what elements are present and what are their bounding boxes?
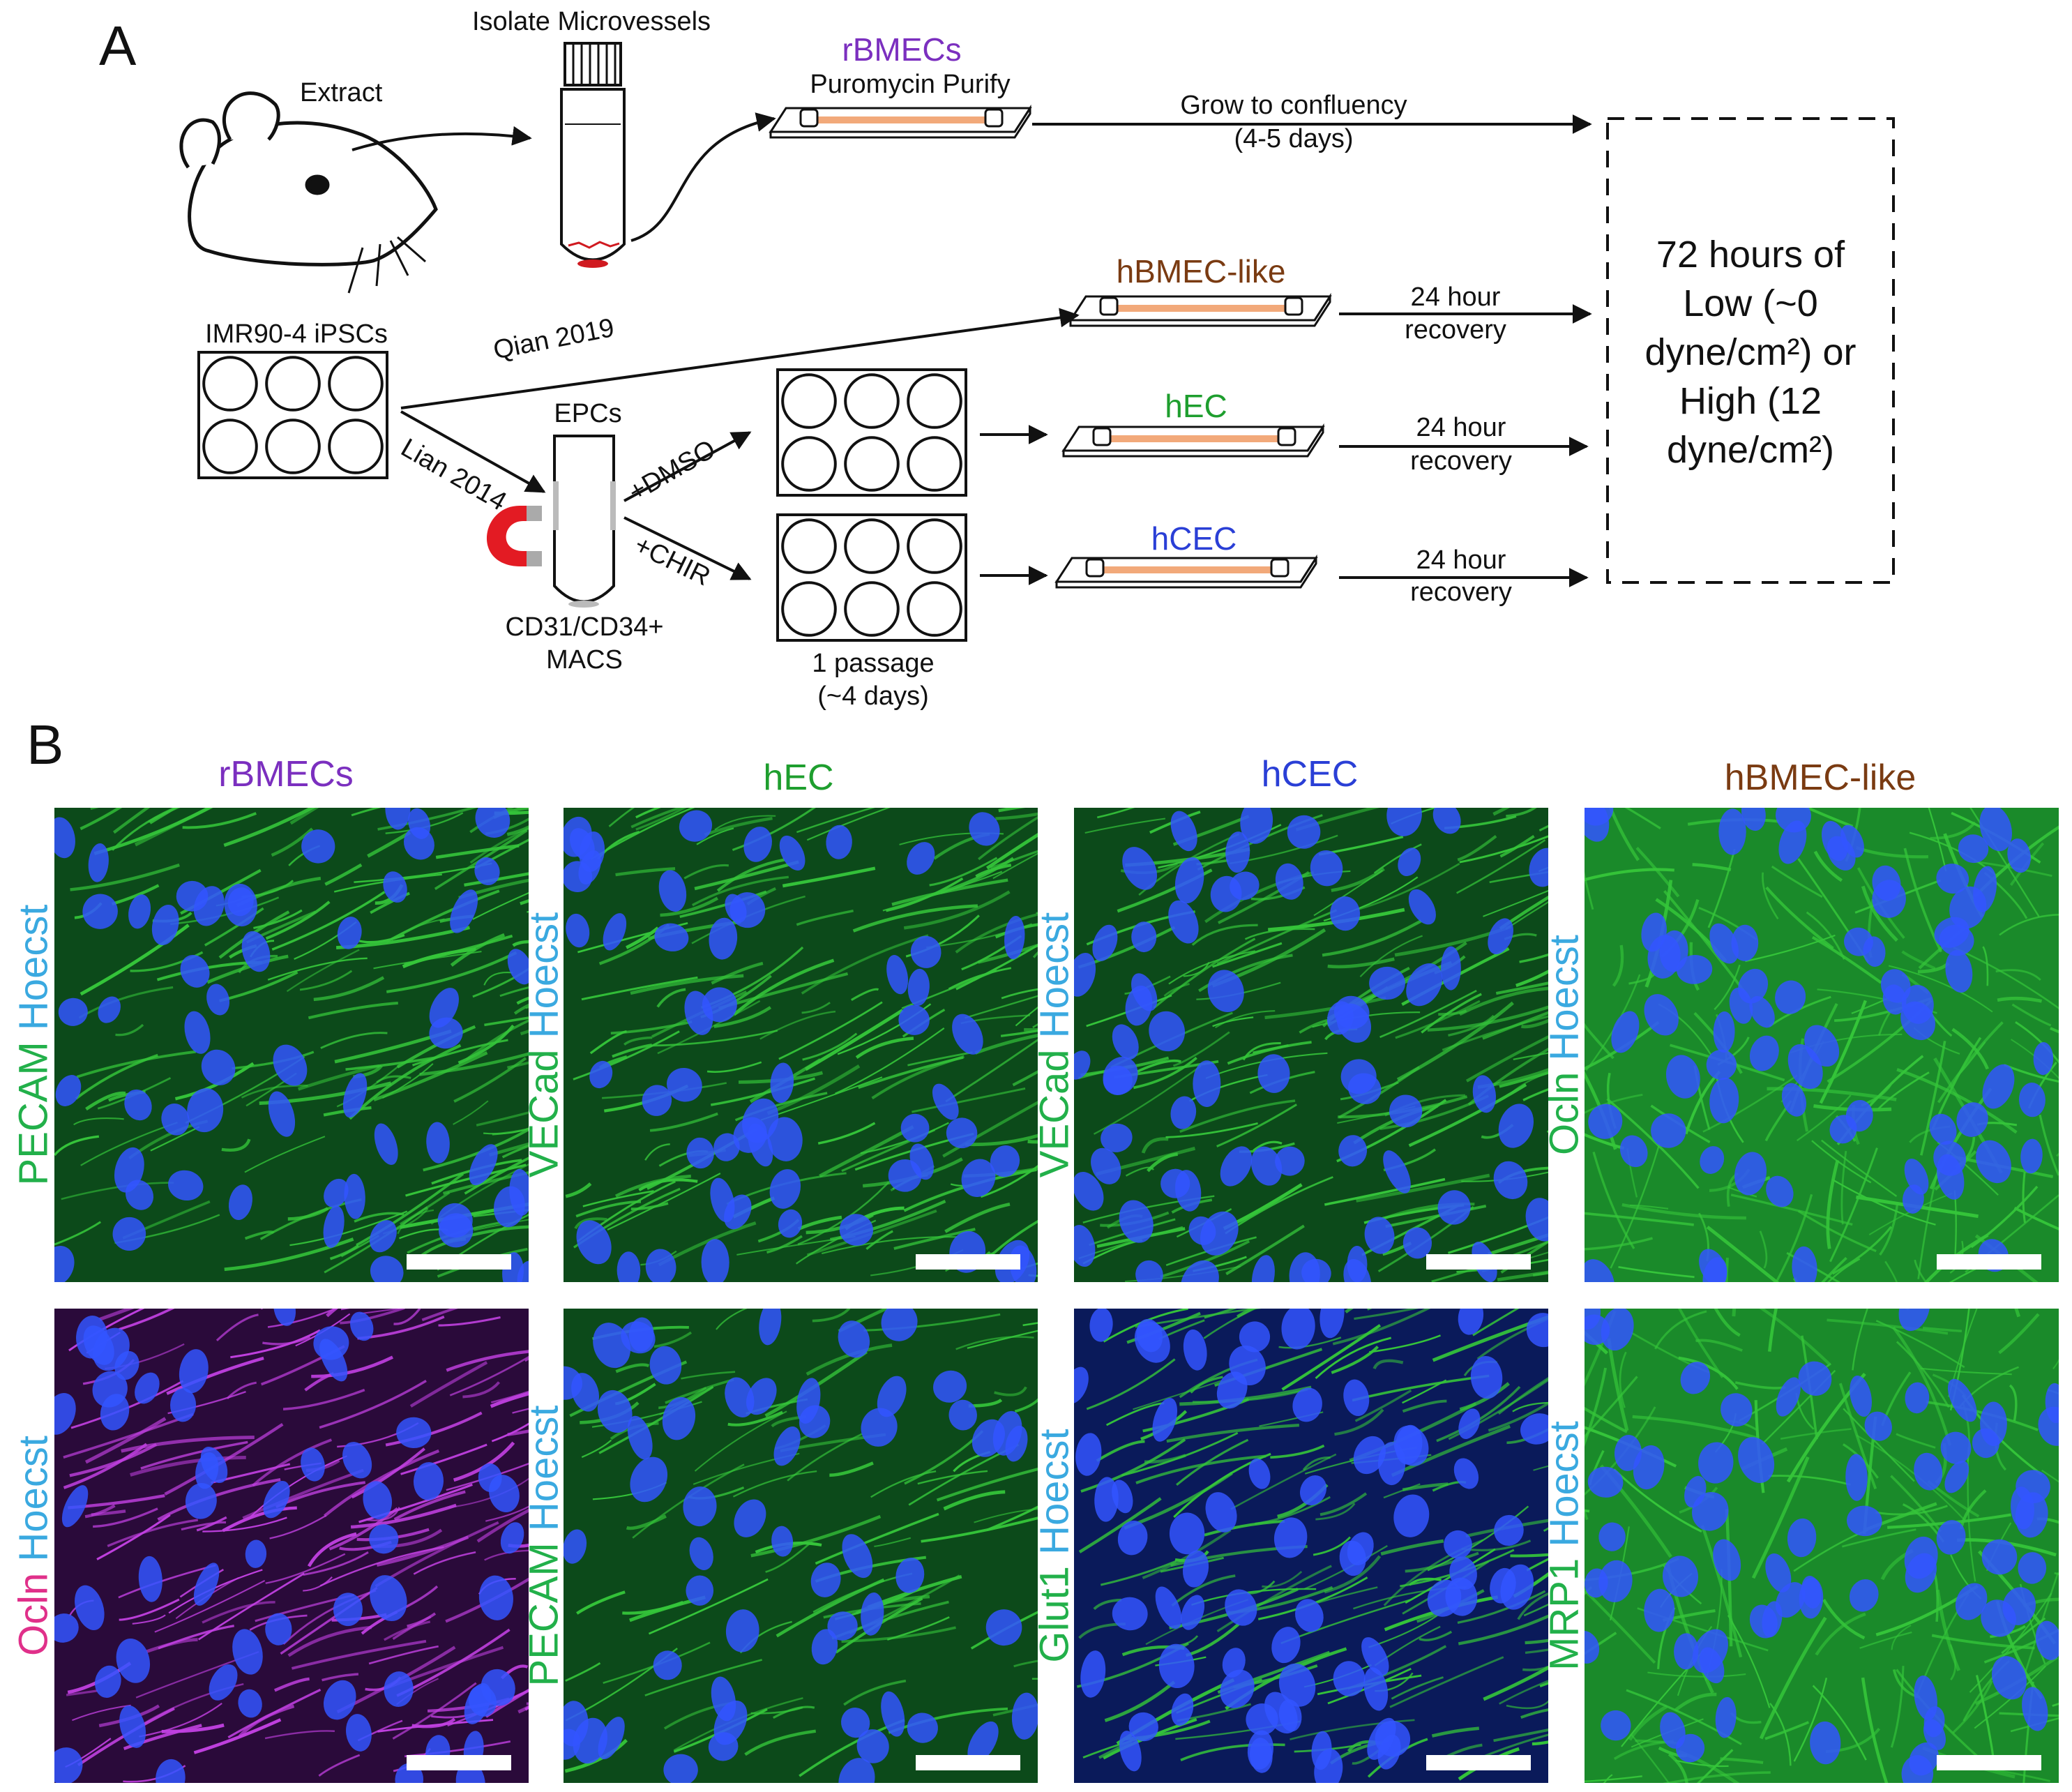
dmso-plate-icon xyxy=(776,368,967,497)
macs-label-2: MACS xyxy=(546,645,623,675)
chips xyxy=(769,104,1332,589)
mouse-icon xyxy=(179,91,438,294)
workflow-schematic xyxy=(179,42,1895,642)
col-title-rbmecs: rBMECs xyxy=(218,754,354,795)
stain-marker: PECAM xyxy=(521,1542,567,1687)
micrograph-hec-row1 xyxy=(564,808,1038,1282)
col-title-hec: hEC xyxy=(763,758,834,798)
stain-hoechst: Hoecst xyxy=(10,904,56,1042)
stain-marker: Ocln xyxy=(10,1572,56,1656)
magnet-icon xyxy=(486,506,542,566)
stain-marker: Ocln xyxy=(1541,1071,1587,1155)
isolate-label: Isolate Microvessels xyxy=(471,7,711,36)
box-line-4: High (12 xyxy=(1679,380,1822,422)
micrograph-rbmecs-row1 xyxy=(54,808,529,1282)
shear-stress-box xyxy=(1606,117,1895,584)
epcs-label: EPCs xyxy=(554,399,622,428)
stain-label-row2-hcec: Glut1 Hoecst xyxy=(1031,1429,1078,1662)
col-title-hbmec-like: hBMEC-like xyxy=(1724,758,1916,798)
macs-label: CD31/CD34+ xyxy=(505,612,664,642)
scale-bar xyxy=(1937,1755,2041,1770)
grow-days-label: (4-5 days) xyxy=(1234,124,1354,153)
stain-label-row2-rbmecs: Ocln Hoecst xyxy=(10,1436,57,1656)
hec-label: hEC xyxy=(1165,388,1227,424)
stain-marker: Glut1 xyxy=(1031,1566,1077,1663)
recovery-3-line1: 24 hour xyxy=(1416,545,1506,575)
hbmec-chip-icon xyxy=(1068,292,1332,327)
hcec-label: hCEC xyxy=(1151,520,1237,557)
stain-hoechst: Hoecst xyxy=(1031,912,1077,1050)
chir-plate-icon xyxy=(776,513,967,642)
stain-hoechst: Hoecst xyxy=(10,1436,56,1573)
recovery-2-line2: recovery xyxy=(1410,446,1512,476)
micrograph-hcec-row2 xyxy=(1074,1309,1548,1783)
stain-hoechst: Hoecst xyxy=(521,912,567,1050)
stain-label-row1-hbmec-like: Ocln Hoecst xyxy=(1541,935,1588,1155)
scale-bar xyxy=(407,1755,511,1770)
stain-hoechst: Hoecst xyxy=(1541,935,1587,1072)
micrograph-hbmec-like-row1 xyxy=(1585,808,2059,1282)
hbmec-like-label: hBMEC-like xyxy=(1116,253,1286,289)
scale-bar xyxy=(1426,1755,1531,1770)
scale-bar xyxy=(916,1755,1020,1770)
epc-tube-icon xyxy=(553,435,616,608)
hec-chip-icon xyxy=(1061,423,1325,458)
grow-label: Grow to confluency xyxy=(1180,91,1407,120)
stain-hoechst: Hoecst xyxy=(1031,1429,1077,1566)
shear-stress-text: 72 hours of Low (~0 dyne/cm²) or High (1… xyxy=(1608,230,1893,474)
recovery-1-line1: 24 hour xyxy=(1410,283,1501,312)
recovery-2-line1: 24 hour xyxy=(1416,413,1506,442)
micrograph-rbmecs-row2 xyxy=(54,1309,529,1783)
stain-label-row1-hec: VECad Hoecst xyxy=(521,912,568,1177)
passage-label: 1 passage xyxy=(812,649,935,678)
scale-bar xyxy=(1937,1254,2041,1270)
stain-label-row2-hbmec-like: MRP1 Hoecst xyxy=(1541,1421,1588,1671)
stain-marker: VECad xyxy=(1031,1049,1077,1178)
stain-hoechst: Hoecst xyxy=(1541,1421,1587,1558)
scale-bar xyxy=(407,1254,511,1270)
panel-b-letter: B xyxy=(27,714,64,776)
rbmec-chip-icon xyxy=(769,104,1032,139)
stain-marker: VECad xyxy=(521,1049,567,1178)
stain-hoechst: Hoecst xyxy=(521,1405,567,1543)
micrograph-hec-row2 xyxy=(564,1309,1038,1783)
rbmecs-label: rBMECs xyxy=(842,31,962,68)
box-line-5: dyne/cm²) xyxy=(1666,429,1835,471)
hcec-chip-icon xyxy=(1054,554,1318,589)
stain-marker: MRP1 xyxy=(1541,1558,1587,1671)
stain-label-row1-hcec: VECad Hoecst xyxy=(1031,912,1078,1177)
micrograph-hcec-row1 xyxy=(1074,808,1548,1282)
recovery-3-line2: recovery xyxy=(1410,578,1512,607)
stain-label-row2-hec: PECAM Hoecst xyxy=(521,1406,568,1687)
box-line-1: 72 hours of xyxy=(1656,234,1845,276)
panel-a-letter: A xyxy=(99,15,137,77)
box-line-2: Low (~0 xyxy=(1683,283,1818,324)
stain-label-row1-rbmecs: PECAM Hoecst xyxy=(10,905,57,1186)
passage-days-label: (~4 days) xyxy=(817,682,929,711)
puromycin-label: Puromycin Purify xyxy=(810,70,1011,99)
ipsc-plate-icon xyxy=(197,351,388,479)
box-line-3: dyne/cm²) or xyxy=(1644,331,1857,373)
scale-bar xyxy=(1426,1254,1531,1270)
tube-icon xyxy=(560,42,626,268)
extract-label: Extract xyxy=(300,78,383,107)
micrograph-hbmec-like-row2 xyxy=(1585,1309,2059,1783)
scale-bar xyxy=(916,1254,1020,1270)
imr90-label: IMR90-4 iPSCs xyxy=(205,319,388,349)
col-title-hcec: hCEC xyxy=(1261,754,1359,795)
stain-marker: PECAM xyxy=(10,1041,56,1186)
recovery-1-line2: recovery xyxy=(1405,315,1506,345)
